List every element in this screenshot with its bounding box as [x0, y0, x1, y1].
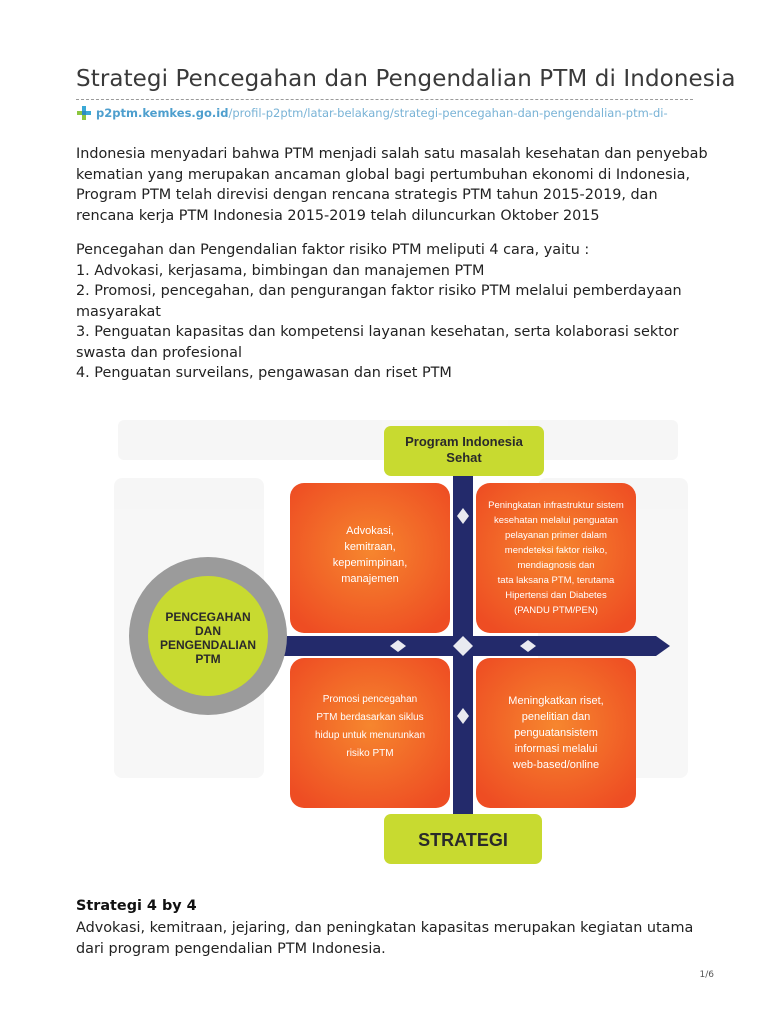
q1-line: kemitraan,	[344, 541, 395, 553]
methods-line: swasta dan profesional	[76, 344, 242, 361]
source-path: /profil-p2ptm/latar-belakang/strategi-pe…	[228, 106, 668, 120]
methods-line: 3. Penguatan kapasitas dan kompetensi la…	[76, 324, 679, 340]
q2-line: Peningkatan infrastruktur sistem	[488, 500, 624, 511]
methods-line: 4. Penguatan surveilans, pengawasan dan …	[76, 365, 452, 381]
q4-line: web-based/online	[512, 759, 599, 771]
page-number: 1/6	[699, 970, 714, 980]
q2-line: pelayanan primer dalam	[505, 530, 607, 541]
q2-line: (PANDU PTM/PEN)	[514, 605, 598, 616]
q3-line: PTM berdasarkan siklus	[316, 712, 423, 723]
strategy-heading: Strategi 4 by 4	[76, 898, 197, 914]
q1-line: kepemimpinan,	[333, 557, 408, 569]
circle-line: DAN	[195, 624, 221, 638]
kemkes-logo-icon	[77, 106, 91, 120]
q3-line: hidup untuk menurunkan	[315, 730, 425, 741]
strategi-label: STRATEGI	[418, 830, 508, 850]
q4-line: Meningkatkan riset,	[508, 695, 603, 707]
q2-line: tata laksana PTM, terutama	[498, 575, 615, 586]
circle-line: PTM	[195, 652, 220, 666]
intro-paragraph: Indonesia menyadari bahwa PTM menjadi sa…	[76, 144, 708, 226]
methods-line: 1. Advokasi, kerjasama, bimbingan dan ma…	[76, 262, 485, 279]
title-divider	[76, 99, 693, 100]
circle-line: PENCEGAHAN	[165, 610, 250, 624]
quadrant-promosi	[290, 658, 450, 808]
top-box-line: Program Indonesia	[405, 434, 524, 449]
strategy-line: dari program pengendalian PTM Indonesia.	[76, 940, 386, 957]
quadrant-advokasi	[290, 483, 450, 633]
program-indonesia-sehat-box	[384, 426, 544, 476]
q1-line: manajemen	[341, 573, 398, 585]
methods-line: 2. Promosi, pencegahan, dan pengurangan …	[76, 283, 682, 299]
strategy-diagram: Program Indonesia Sehat STRATEGI PENCEGA…	[108, 408, 688, 878]
quadrant-infrastruktur	[476, 483, 636, 633]
intro-line: rencana kerja PTM Indonesia 2015-2019 te…	[76, 207, 600, 224]
methods-line: masyarakat	[76, 303, 161, 320]
q2-line: mendeteksi faktor risiko,	[505, 545, 607, 556]
circle-line: PENGENDALIAN	[160, 638, 256, 652]
q3-line: Promosi pencegahan	[323, 694, 418, 705]
q2-line: mendiagnosis dan	[517, 560, 594, 571]
q1-line: Advokasi,	[346, 525, 394, 537]
q4-line: penguatansistem	[514, 727, 598, 739]
source-domain: p2ptm.kemkes.go.id	[96, 106, 229, 120]
methods-paragraph: Pencegahan dan Pengendalian faktor risik…	[76, 240, 696, 384]
q2-line: Hipertensi dan Diabetes	[505, 590, 607, 601]
page-title: Strategi Pencegahan dan Pengendalian PTM…	[76, 66, 736, 92]
q4-line: penelitian dan	[522, 711, 591, 723]
q2-line: kesehatan melalui penguatan	[494, 515, 618, 526]
q4-line: informasi melalui	[515, 743, 598, 755]
intro-line: Program PTM telah direvisi dengan rencan…	[76, 187, 658, 203]
source-link[interactable]: p2ptm.kemkes.go.id/profil-p2ptm/latar-be…	[76, 104, 668, 122]
quadrant-riset	[476, 658, 636, 808]
strategi-box	[384, 814, 542, 864]
top-box-line: Sehat	[446, 450, 482, 465]
intro-line: Indonesia menyadari bahwa PTM menjadi sa…	[76, 146, 708, 162]
q3-line: risiko PTM	[346, 748, 393, 759]
methods-line: Pencegahan dan Pengendalian faktor risik…	[76, 242, 590, 258]
strategy-paragraph: Advokasi, kemitraan, jejaring, dan penin…	[76, 918, 696, 959]
intro-line: kematian yang merupakan ancaman global b…	[76, 166, 691, 183]
strategy-line: Advokasi, kemitraan, jejaring, dan penin…	[76, 920, 694, 936]
circle-core	[148, 576, 268, 696]
